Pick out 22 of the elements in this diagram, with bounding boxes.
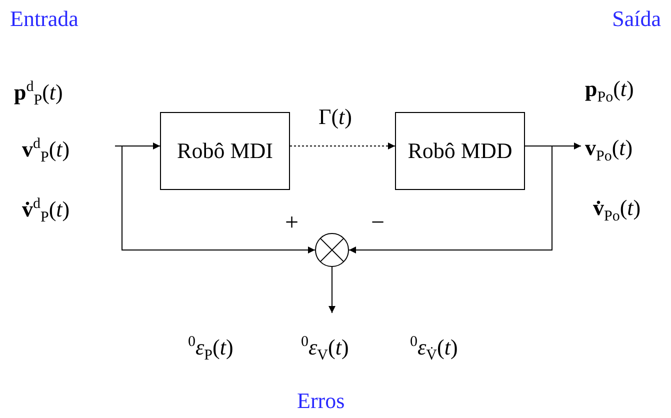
signal-label: p$_{Po}$(t) (585, 78, 634, 106)
sign-label: − (371, 211, 385, 235)
arrow (114, 146, 316, 254)
signal-label: $^{0}$ε$_{V̇}$(t) (410, 335, 458, 364)
sign-label: + (285, 211, 299, 235)
heading-label: Entrada (10, 6, 78, 32)
signal-label: v$_{Po}$(t) (585, 137, 633, 164)
process-box (160, 112, 290, 190)
box-label: Robô MDD (408, 138, 512, 164)
signal-label: $^{0}$ε$_{V}$(t) (301, 335, 349, 364)
arrow (328, 266, 336, 314)
signal-label: v$^{d}$$_{P}$(t) (22, 137, 70, 166)
arrow (290, 142, 396, 150)
signal-label: p$^{d}$$_{P}$(t) (14, 80, 63, 109)
heading-label: Saída (612, 6, 661, 32)
signal-label: $^{0}$ε$_{P}$(t) (188, 335, 234, 364)
signal-label: v̇$_{Po}$(t) (593, 197, 641, 224)
arrow (348, 146, 552, 254)
signal-label: v̇$^{d}$$_{P}$(t) (22, 197, 70, 226)
process-box (395, 112, 525, 190)
box-label: Robô MDI (177, 138, 273, 164)
heading-label: Erros (297, 388, 345, 414)
